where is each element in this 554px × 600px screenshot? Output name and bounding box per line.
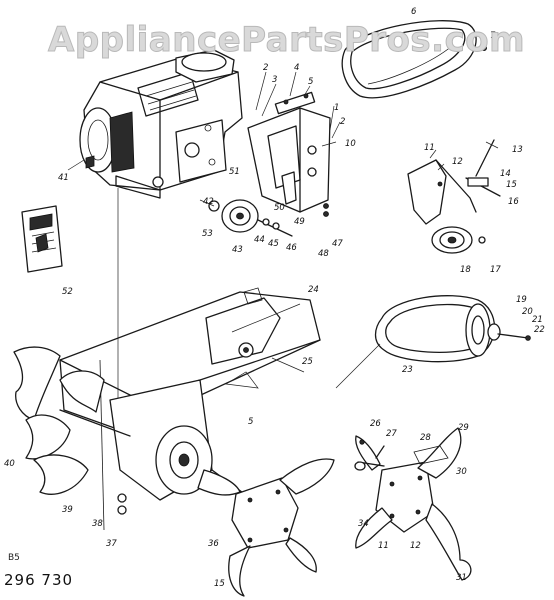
callout-11: 11 xyxy=(424,143,435,153)
idler-assembly xyxy=(407,139,501,254)
callout-17: 17 xyxy=(490,265,501,275)
callout-11b: 11 xyxy=(378,541,389,551)
tines-left xyxy=(13,346,131,495)
callout-13: 13 xyxy=(512,145,523,155)
callout-50: 50 xyxy=(274,203,285,213)
engine-bracket xyxy=(247,91,331,213)
drawing-number: 296 730 xyxy=(4,571,74,589)
engine-pulley xyxy=(208,199,329,237)
callout-43: 43 xyxy=(232,245,243,255)
callout-10: 10 xyxy=(345,139,356,149)
callout-14: 14 xyxy=(500,169,511,179)
callout-44: 44 xyxy=(254,235,265,245)
watermark: AppliancePartsPros.com xyxy=(47,20,526,61)
callout-31: 31 xyxy=(456,573,467,583)
callout-51: 51 xyxy=(229,167,240,177)
callout-49: 49 xyxy=(294,217,305,227)
callout-27: 27 xyxy=(386,429,397,439)
callout-15b: 15 xyxy=(214,579,225,589)
leader-lines xyxy=(67,71,499,398)
callout-45: 45 xyxy=(268,239,279,249)
callout-46: 46 xyxy=(286,243,297,253)
callout-15: 15 xyxy=(506,180,517,190)
callout-34: 34 xyxy=(358,519,369,529)
callout-41: 41 xyxy=(58,173,69,183)
callout-26: 26 xyxy=(370,419,381,429)
tines-lower xyxy=(197,458,335,597)
callout-5-mid: 5 xyxy=(248,417,253,427)
callout-1: 1 xyxy=(334,103,339,113)
callout-48: 48 xyxy=(318,249,329,259)
callout-7: 7 xyxy=(490,31,496,41)
callout-2b: 2 xyxy=(340,117,345,127)
callout-12: 12 xyxy=(452,157,463,167)
callout-18: 18 xyxy=(460,265,471,275)
callout-37: 37 xyxy=(106,539,117,549)
callout-29: 29 xyxy=(458,423,469,433)
callout-2: 2 xyxy=(263,63,268,73)
callout-5-top: 5 xyxy=(308,77,313,87)
callout-23: 23 xyxy=(402,365,413,375)
callout-28: 28 xyxy=(420,433,431,443)
drive-belt-pulley xyxy=(374,295,531,363)
tiller-frame xyxy=(59,287,321,531)
callout-16: 16 xyxy=(508,197,519,207)
callout-20: 20 xyxy=(522,307,533,317)
callout-52: 52 xyxy=(62,287,73,297)
part-callouts: 6 7 2 3 4 5 1 2 10 11 12 13 14 15 16 17 … xyxy=(4,7,545,589)
callout-6: 6 xyxy=(411,7,417,17)
callout-53: 53 xyxy=(202,229,213,239)
callout-25: 25 xyxy=(302,357,313,367)
owner-manual xyxy=(21,205,63,273)
belt-guard xyxy=(341,20,487,99)
callout-12b: 12 xyxy=(410,541,421,551)
callout-24: 24 xyxy=(308,285,319,295)
callout-3: 3 xyxy=(272,75,277,85)
callout-42: 42 xyxy=(203,197,214,207)
callout-21: 21 xyxy=(532,315,543,325)
callout-4: 4 xyxy=(294,63,299,73)
drawing-code: B5 xyxy=(8,553,20,563)
callout-40: 40 xyxy=(4,459,15,469)
callout-30: 30 xyxy=(456,467,467,477)
callout-19: 19 xyxy=(516,295,527,305)
callout-22: 22 xyxy=(534,325,545,335)
callout-38: 38 xyxy=(92,519,103,529)
callout-39: 39 xyxy=(62,505,73,515)
engine xyxy=(79,49,243,199)
callout-36: 36 xyxy=(208,539,219,549)
tines-right xyxy=(354,427,472,581)
callout-47: 47 xyxy=(332,239,343,249)
